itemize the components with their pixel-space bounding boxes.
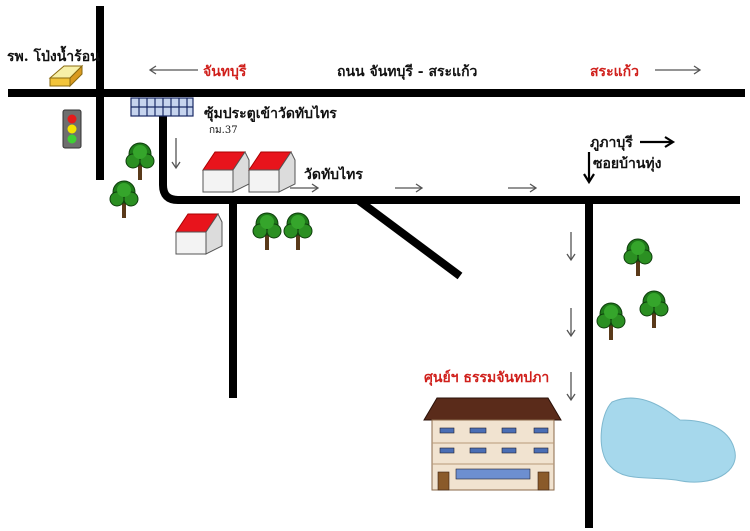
phuphaburi-label: ภูภาบุรี	[590, 135, 633, 151]
hospital-label: รพ. โป่งน้ำร้อน	[7, 49, 100, 65]
roads	[8, 6, 745, 528]
km-marker-label: กม.37	[209, 125, 238, 136]
bold-arrows	[583, 136, 676, 185]
direction-arrows	[148, 65, 702, 402]
soi-label: ซอยบ้านทุ่ง	[593, 156, 662, 172]
hospital-sign-icon	[48, 64, 84, 88]
traffic-light-icon	[62, 109, 82, 149]
gate-label: ซุ้มประตูเข้าวัดทับไทร	[204, 106, 337, 122]
temple-label: วัดทับไทร	[304, 167, 363, 183]
center-label: ศุนย์ฯ ธรรมจันทปภา	[424, 370, 550, 386]
pond-icon	[600, 397, 736, 483]
center-building-icon	[423, 397, 562, 491]
sa-kaeo-label: สระแก้ว	[590, 64, 639, 80]
chanthaburi-label: จันทบุรี	[203, 64, 247, 80]
gate-icon	[130, 97, 194, 117]
main-road-label: ถนน จันทบุรี - สระแก้ว	[337, 64, 478, 80]
